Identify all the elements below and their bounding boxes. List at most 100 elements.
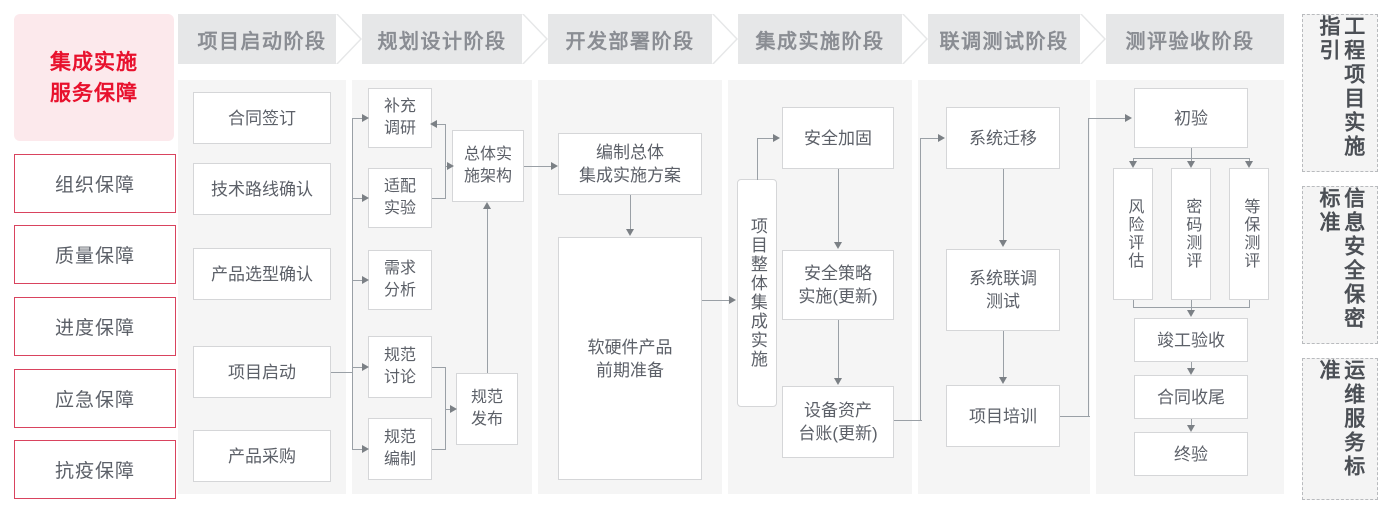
connector-p1-to-specdraft bbox=[352, 449, 366, 451]
connector-back-to-supp bbox=[432, 124, 445, 126]
node-system-migration[interactable]: 系统迁移 bbox=[946, 107, 1060, 169]
node-spec-drafting[interactable]: 规范 编制 bbox=[368, 418, 432, 480]
connector-jointtest-to-training bbox=[1003, 331, 1005, 377]
node-label: 规范 讨论 bbox=[383, 347, 416, 386]
connector-fan-right bbox=[1249, 158, 1251, 162]
connector-hardening-to-policy bbox=[838, 169, 840, 243]
connector-specrelease-up bbox=[487, 209, 489, 373]
connector-architecture-to-plan bbox=[524, 166, 552, 168]
connector-completion-to-closure bbox=[1191, 362, 1193, 369]
node-contract-signing[interactable]: 合同签订 bbox=[193, 92, 331, 144]
arrow-to-mlps-evaluation-icon bbox=[1244, 161, 1253, 168]
node-product-selection[interactable]: 产品选型确认 bbox=[193, 248, 331, 300]
connector-training-right bbox=[1060, 416, 1090, 418]
node-security-policy[interactable]: 安全策略 实施(更新) bbox=[782, 250, 894, 320]
standard-om-service[interactable]: 运维服务标准 bbox=[1302, 358, 1378, 500]
node-overall-architecture[interactable]: 总体实 施架构 bbox=[452, 130, 524, 202]
node-project-kickoff[interactable]: 项目启动 bbox=[193, 346, 331, 398]
node-tech-route-confirm[interactable]: 技术路线确认 bbox=[193, 163, 331, 215]
connector-p1-spine bbox=[352, 118, 354, 450]
standard-engineering-guideline[interactable]: 工程项目实施指引 bbox=[1302, 14, 1378, 172]
node-label: 规范 发布 bbox=[470, 389, 503, 428]
connector-integration-up bbox=[757, 138, 759, 180]
node-label: 密码测评 bbox=[1183, 198, 1201, 270]
node-label: 补充 调研 bbox=[383, 98, 416, 137]
node-label: 安全策略 实施(更新) bbox=[798, 264, 878, 306]
connector-p1-to-supp bbox=[352, 118, 366, 120]
node-label: 设备资产 台账(更新) bbox=[798, 401, 878, 443]
sidebar-item-emergency[interactable]: 应急保障 bbox=[14, 369, 176, 428]
connector-specdisc-right bbox=[432, 367, 446, 369]
node-label: 适配 实验 bbox=[383, 178, 416, 217]
node-hw-sw-preparation[interactable]: 软硬件产品 前期准备 bbox=[558, 237, 702, 480]
phase-header-2[interactable]: 规划设计阶段 bbox=[352, 14, 532, 64]
hero-title: 集成实施 服务保障 bbox=[50, 47, 138, 109]
hero-line-2: 服务保障 bbox=[50, 81, 138, 105]
phase-header-3[interactable]: 开发部署阶段 bbox=[538, 14, 722, 64]
connector-policy-to-ledger bbox=[838, 320, 840, 379]
sidebar-item-quality[interactable]: 质量保障 bbox=[14, 225, 176, 284]
connector-p4-to-p5-riser bbox=[920, 138, 922, 421]
node-spec-release[interactable]: 规范 发布 bbox=[456, 373, 518, 445]
hero-card: 集成实施 服务保障 bbox=[14, 14, 174, 141]
node-mlps-evaluation[interactable]: 等保测评 bbox=[1229, 168, 1269, 300]
node-project-training[interactable]: 项目培训 bbox=[946, 385, 1060, 447]
connector-p5-to-p6-riser bbox=[1088, 118, 1090, 417]
node-spec-discussion[interactable]: 规范 讨论 bbox=[368, 336, 432, 398]
arrow-to-integration-plan-icon bbox=[551, 161, 558, 170]
node-crypto-evaluation[interactable]: 密码测评 bbox=[1171, 168, 1211, 300]
node-final-acceptance[interactable]: 终验 bbox=[1134, 432, 1248, 476]
arrow-to-project-training-icon bbox=[998, 377, 1007, 384]
arrow-to-security-hardening-icon bbox=[773, 133, 780, 142]
node-label: 需求 分析 bbox=[383, 260, 416, 299]
node-contract-closure[interactable]: 合同收尾 bbox=[1134, 375, 1248, 419]
arrow-to-hw-sw-preparation-icon bbox=[625, 229, 634, 236]
arrow-to-spec-drafting-icon bbox=[362, 444, 369, 453]
node-integration-plan-drafting[interactable]: 编制总体 集成实施方案 bbox=[558, 133, 702, 195]
arrow-to-overall-integration-icon bbox=[729, 295, 736, 304]
node-asset-ledger[interactable]: 设备资产 台账(更新) bbox=[782, 386, 894, 458]
node-label: 项目培训 bbox=[969, 406, 1037, 426]
arrow-to-contract-closure-icon bbox=[1186, 368, 1195, 375]
node-system-joint-test[interactable]: 系统联调 测试 bbox=[946, 249, 1060, 331]
connector-ledger-right bbox=[894, 420, 922, 422]
node-completion-acceptance[interactable]: 竣工验收 bbox=[1134, 318, 1248, 362]
connector-kickoff-to-spine bbox=[331, 372, 352, 374]
node-label: 安全加固 bbox=[804, 128, 872, 148]
connector-spec-merge bbox=[445, 367, 447, 449]
sidebar-item-epidemic[interactable]: 抗疫保障 bbox=[14, 440, 176, 499]
node-label: 等保测评 bbox=[1241, 198, 1259, 270]
arrow-to-overall-architecture-icon bbox=[447, 161, 454, 170]
node-risk-assessment[interactable]: 风险评估 bbox=[1113, 168, 1153, 300]
phase-header-4[interactable]: 集成实施阶段 bbox=[728, 14, 912, 64]
node-overall-integration[interactable]: 项目整体集成实施 bbox=[737, 179, 777, 407]
arrow-to-security-policy-icon bbox=[833, 242, 842, 249]
node-requirement-analysis[interactable]: 需求 分析 bbox=[368, 250, 432, 310]
node-preliminary-acceptance[interactable]: 初验 bbox=[1134, 88, 1248, 148]
arrow-to-final-acceptance-icon bbox=[1186, 425, 1195, 432]
standard-label: 运维服务标准 bbox=[1317, 359, 1365, 479]
connector-adapt-right bbox=[432, 198, 446, 200]
node-label: 总体实 施架构 bbox=[463, 146, 512, 185]
connector-to-preliminary bbox=[1088, 118, 1126, 120]
node-product-purchase[interactable]: 产品采购 bbox=[193, 430, 331, 482]
arrow-to-asset-ledger-icon bbox=[833, 378, 842, 385]
sidebar-item-organization[interactable]: 组织保障 bbox=[14, 154, 176, 213]
standard-infosec[interactable]: 信息安全保密标准 bbox=[1302, 186, 1378, 344]
connector-specdraft-right bbox=[432, 449, 446, 451]
phase-header-6[interactable]: 测评验收阶段 bbox=[1096, 14, 1284, 64]
node-supplementary-research[interactable]: 补充 调研 bbox=[368, 88, 432, 148]
phase-header-1[interactable]: 项目启动阶段 bbox=[178, 14, 346, 64]
node-label: 系统迁移 bbox=[969, 128, 1037, 148]
sidebar-item-schedule[interactable]: 进度保障 bbox=[14, 297, 176, 356]
arrow-to-crypto-evaluation-icon bbox=[1186, 161, 1195, 168]
arrow-to-preliminary-acceptance-icon bbox=[1125, 113, 1132, 122]
arrow-to-system-migration-icon bbox=[938, 133, 945, 142]
node-security-hardening[interactable]: 安全加固 bbox=[782, 107, 894, 169]
phase-header-5[interactable]: 联调测试阶段 bbox=[918, 14, 1090, 64]
connector-crypto-down bbox=[1191, 300, 1193, 311]
arrow-to-requirement-analysis-icon bbox=[362, 275, 369, 284]
node-adaptation-experiment[interactable]: 适配 实验 bbox=[368, 168, 432, 228]
arrow-to-system-joint-test-icon bbox=[998, 240, 1007, 247]
